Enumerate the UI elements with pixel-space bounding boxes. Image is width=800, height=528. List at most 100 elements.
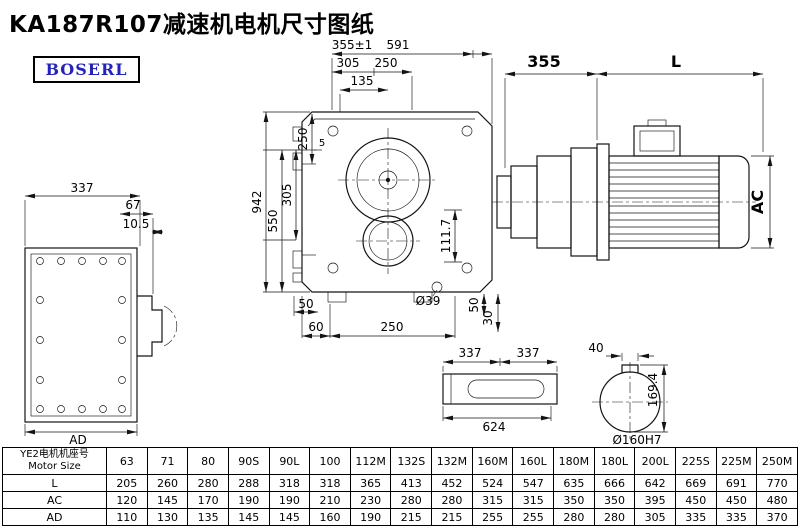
table-cell: 170 [187,491,229,509]
table-cell: 305 [634,508,676,526]
table-cell: 215 [390,508,433,526]
column-header: 160L [512,447,555,475]
dim-label: 337 [459,346,482,360]
table-cell: 190 [227,491,270,509]
column-header: 250M [756,447,798,475]
table-cell: 145 [268,508,311,526]
table-cell: 135 [187,508,229,526]
table-cell: 145 [227,508,270,526]
dim-label: 591 [387,38,410,52]
gearbox-front-view: 355±1 591 305 250 135 250 [250,38,501,339]
dim-label: 250 [381,320,404,334]
table-cell: 255 [512,508,555,526]
shaft-view: 337 337 624 [442,346,558,434]
dim-label: 10.5 [123,217,150,231]
table-cell: 160 [309,508,351,526]
table-corner-cell: YE2电机机座号 Motor Size [2,447,107,475]
column-header: 90L [268,447,311,475]
table-cell: 315 [512,491,555,509]
dim-label: 355 [527,52,560,71]
technical-drawing: 337 67 10.5 AD 355±1 591 305 250 135 [24,38,774,447]
dim-label: 40 [588,341,603,355]
table-cell: 669 [674,474,717,492]
table-header-cn: YE2电机机座号 [20,449,89,460]
table-cell: 190 [268,491,311,509]
dim-label: AC [748,190,767,214]
column-header: 80 [187,447,229,475]
dim-label: 169.4 [646,373,660,407]
table-cell: 205 [106,474,148,492]
column-header: 100 [309,447,351,475]
table-cell: 145 [146,491,189,509]
table-cell: 642 [634,474,676,492]
column-header: 160M [471,447,514,475]
table-cell: 318 [268,474,311,492]
column-header: 225M [715,447,758,475]
dim-label: 942 [250,191,264,214]
column-header: 180L [593,447,636,475]
table-cell: 413 [390,474,433,492]
table-cell: 370 [756,508,798,526]
dim-label: 624 [483,420,506,434]
dim-label: 355±1 [332,38,373,52]
table-cell: 215 [431,508,473,526]
dim-label: 305 [337,56,360,70]
dim-label: 50 [467,297,481,312]
row-label: AC [2,491,107,509]
row-label: L [2,474,107,492]
table-cell: 480 [756,491,798,509]
table-cell: 190 [349,508,392,526]
dim-label: 337 [517,346,540,360]
table-cell: 335 [715,508,758,526]
column-header: 112M [349,447,392,475]
bore-view: 40 169.4 Ø160H7 [588,341,668,447]
table-cell: 210 [309,491,351,509]
row-label: AD [2,508,107,526]
column-header: 132S [390,447,433,475]
column-header: 132M [431,447,473,475]
table-cell: 450 [674,491,717,509]
table-cell: 547 [512,474,555,492]
column-header: 200L [634,447,676,475]
page-title: KA187R107减速机电机尺寸图纸 [9,12,375,38]
table-cell: 120 [106,491,148,509]
table-cell: 395 [634,491,676,509]
bore-label: Ø160H7 [612,433,661,447]
table-cell: 260 [146,474,189,492]
table-cell: 365 [349,474,392,492]
dim-label: AD [69,433,86,447]
table-cell: 280 [553,508,595,526]
gearbox-side-view: 337 67 10.5 AD [24,181,178,447]
table-cell: 335 [674,508,717,526]
table-cell: 230 [349,491,392,509]
dim-label: Ø39 [416,294,441,308]
motor-side-view: 355 L AC [492,52,774,261]
table-cell: 255 [471,508,514,526]
table-cell: 350 [593,491,636,509]
table-cell: 350 [553,491,595,509]
column-header: 63 [106,447,148,475]
dim-label: 30 [481,310,495,325]
table-cell: 280 [593,508,636,526]
table-cell: 280 [187,474,229,492]
table-cell: 110 [106,508,148,526]
dim-label: 250 [375,56,398,70]
dim-label: 67 [125,198,140,212]
table-cell: 280 [431,491,473,509]
dim-label: 5 [319,138,325,149]
table-cell: 666 [593,474,636,492]
table-cell: 318 [309,474,351,492]
dim-label: 250 [296,128,310,151]
dim-label: 135 [351,74,374,88]
table-cell: 450 [715,491,758,509]
brand-logo: BOSERL [33,56,140,83]
dim-label: 60 [308,320,323,334]
column-header: 71 [146,447,189,475]
